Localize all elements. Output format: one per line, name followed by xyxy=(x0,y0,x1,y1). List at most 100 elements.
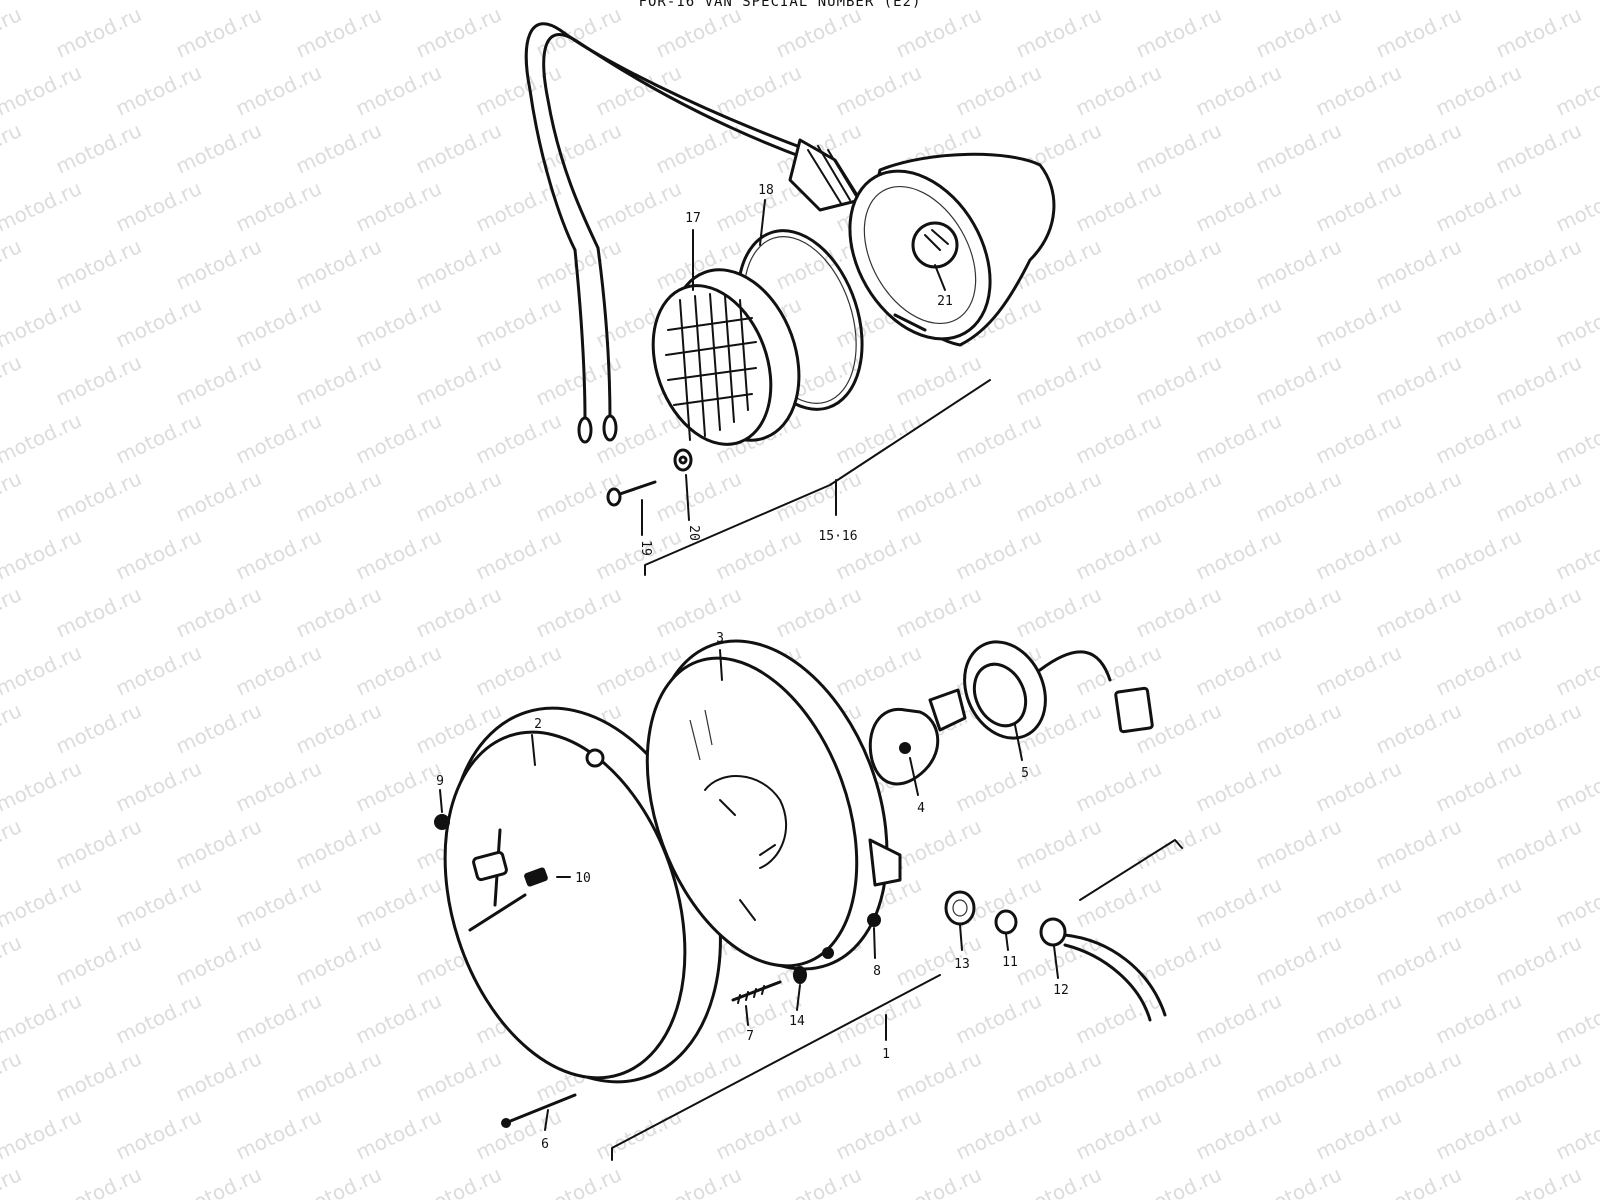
wire-lead xyxy=(596,246,612,422)
watermark-text: motod.ru xyxy=(0,292,85,353)
watermark-text: motod.ru xyxy=(0,930,25,991)
watermark-text: motod.ru xyxy=(1552,988,1600,1049)
watermark-text: motod.ru xyxy=(1132,118,1225,179)
watermark-text: motod.ru xyxy=(0,466,25,527)
watermark-text: motod.ru xyxy=(232,292,325,353)
watermark-text: motod.ru xyxy=(0,176,85,237)
pilot-socket xyxy=(1039,917,1067,947)
watermark-text: motod.ru xyxy=(292,698,385,759)
watermark-text: motod.ru xyxy=(112,176,205,237)
watermark-text: motod.ru xyxy=(1072,1104,1165,1165)
lens-grid xyxy=(665,293,757,441)
watermark-text: motod.ru xyxy=(0,2,25,63)
watermark-text: motod.ru xyxy=(52,1046,145,1107)
adjust-spring xyxy=(793,966,807,984)
watermark-text: motod.ru xyxy=(292,466,385,527)
callout-5: 5 xyxy=(1021,766,1029,781)
watermark-text: motod.ru xyxy=(1432,640,1525,701)
watermark-text: motod.ru xyxy=(1312,524,1405,585)
callout-20: 20 xyxy=(686,525,701,541)
watermark-text: motod.ru xyxy=(1012,2,1105,63)
watermark-text: motod.ru xyxy=(1432,0,1525,5)
watermark-text: motod.ru xyxy=(1252,582,1345,643)
watermark-text: motod.ru xyxy=(472,1104,565,1165)
pilot-wire xyxy=(1063,933,1167,1017)
watermark-text: motod.ru xyxy=(112,292,205,353)
watermark-text: motod.ru xyxy=(52,234,145,295)
watermark-text: motod.ru xyxy=(1432,176,1525,237)
watermark-text: motod.ru xyxy=(1552,176,1600,237)
watermark-text: motod.ru xyxy=(772,1046,865,1107)
watermark-text: motod.ru xyxy=(952,1104,1045,1165)
watermark-text: motod.ru xyxy=(1432,988,1525,1049)
watermark-text: motod.ru xyxy=(1372,118,1465,179)
watermark-text: motod.ru xyxy=(52,698,145,759)
watermark-text: motod.ru xyxy=(1012,466,1105,527)
watermark-text: motod.ru xyxy=(352,408,445,469)
watermark-text: motod.ru xyxy=(1312,640,1405,701)
watermark-text: motod.ru xyxy=(1372,698,1465,759)
pilot-bulb xyxy=(994,909,1018,935)
watermark-text: motod.ru xyxy=(232,872,325,933)
watermark-text: motod.ru xyxy=(172,2,265,63)
watermark-text: motod.ru xyxy=(1252,1162,1345,1200)
watermark-text: motod.ru xyxy=(1492,234,1585,295)
watermark-text: motod.ru xyxy=(892,350,985,411)
watermark-text: motod.ru xyxy=(352,872,445,933)
watermark-text: motod.ru xyxy=(52,814,145,875)
watermark-text: motod.ru xyxy=(892,930,985,991)
watermark-text: motod.ru xyxy=(412,1046,505,1107)
watermark-text: motod.ru xyxy=(0,350,25,411)
watermark-text: motod.ru xyxy=(952,988,1045,1049)
watermark-text: motod.ru xyxy=(1252,2,1345,63)
watermark-text: motod.ru xyxy=(532,582,625,643)
callout-17: 17 xyxy=(685,211,701,226)
watermark-text: motod.ru xyxy=(0,872,85,933)
watermark-text: motod.ru xyxy=(0,814,25,875)
watermark-text: motod.ru xyxy=(412,466,505,527)
watermark-text: motod.ru xyxy=(52,930,145,991)
watermark-text: motod.ru xyxy=(1192,292,1285,353)
watermark-text: motod.ru xyxy=(1432,1104,1525,1165)
watermark-text: motod.ru xyxy=(1072,60,1165,121)
watermark-text: motod.ru xyxy=(112,524,205,585)
watermark-text: motod.ru xyxy=(832,408,925,469)
watermark-text: motod.ru xyxy=(412,118,505,179)
watermark-text: motod.ru xyxy=(1132,350,1225,411)
watermark-text: motod.ru xyxy=(0,1046,25,1107)
callout-18: 18 xyxy=(758,183,774,198)
watermark-text: motod.ru xyxy=(1372,2,1465,63)
watermark-text: motod.ru xyxy=(1192,872,1285,933)
adjust-nut xyxy=(867,913,881,927)
watermark-text: motod.ru xyxy=(412,234,505,295)
watermark-text: motod.ru xyxy=(952,408,1045,469)
watermark-text: motod.ru xyxy=(1072,988,1165,1049)
watermark-text: motod.ru xyxy=(1492,698,1585,759)
watermark-text: motod.ru xyxy=(232,176,325,237)
watermark-text: motod.ru xyxy=(1072,756,1165,817)
watermark-text: motod.ru xyxy=(892,582,985,643)
watermark-text: motod.ru xyxy=(52,582,145,643)
beam-tab xyxy=(868,838,902,887)
watermark-text: motod.ru xyxy=(1492,118,1585,179)
watermark-text: motod.ru xyxy=(292,814,385,875)
watermark-text: motod.ru xyxy=(1192,0,1285,5)
watermark-text: motod.ru xyxy=(1552,872,1600,933)
watermark-text: motod.ru xyxy=(472,640,565,701)
watermark-text: motod.ru xyxy=(1492,1162,1585,1200)
bulb-base xyxy=(928,688,967,732)
watermark-text: motod.ru xyxy=(952,0,1045,5)
watermark-text: motod.ru xyxy=(1012,1162,1105,1200)
watermark-text: motod.ru xyxy=(952,524,1045,585)
watermark-text: motod.ru xyxy=(232,524,325,585)
watermark-text: motod.ru xyxy=(352,756,445,817)
watermark-text: motod.ru xyxy=(1552,60,1600,121)
watermark-text: motod.ru xyxy=(172,350,265,411)
watermark-text: motod.ru xyxy=(0,1104,85,1165)
watermark-text: motod.ru xyxy=(412,1162,505,1200)
watermark-text: motod.ru xyxy=(172,1162,265,1200)
watermark-text: motod.ru xyxy=(1312,1104,1405,1165)
watermark-text: motod.ru xyxy=(712,524,805,585)
bracket-15-16 xyxy=(644,379,991,576)
